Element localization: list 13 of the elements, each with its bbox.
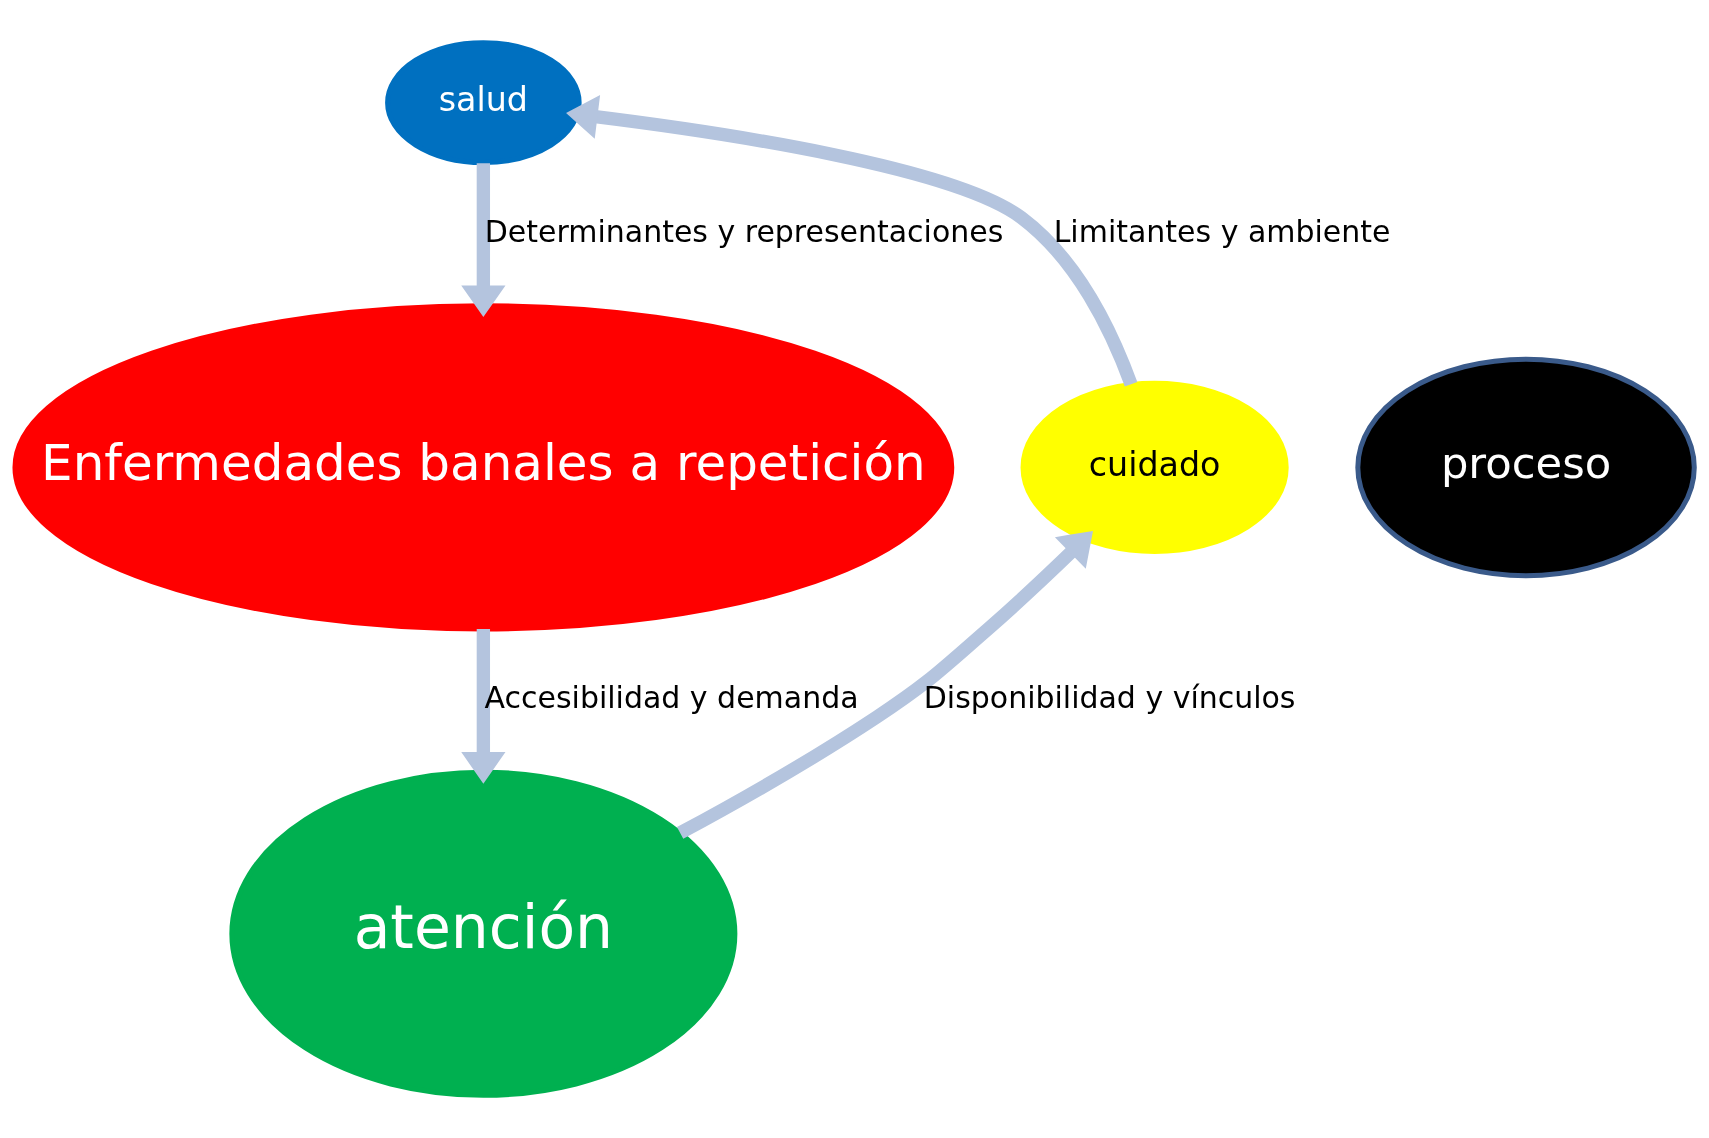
edge-label: Accesibilidad y demanda bbox=[484, 679, 859, 715]
arrow bbox=[461, 163, 506, 318]
arrow bbox=[461, 629, 506, 784]
edge-label: Determinantes y representaciones bbox=[484, 213, 1004, 249]
node-ellipse: Enfermedades banales a repetición bbox=[12, 303, 955, 632]
node-ellipse: cuidado bbox=[1020, 380, 1289, 554]
node-ellipse: salud bbox=[385, 40, 582, 166]
node-ellipse: atención bbox=[229, 769, 738, 1098]
arrow bbox=[676, 530, 1093, 839]
edge-label: Limitantes y ambiente bbox=[1053, 213, 1391, 249]
edge-label: Disponibilidad y vínculos bbox=[923, 679, 1296, 715]
node-ellipse: proceso bbox=[1355, 356, 1697, 579]
arrow bbox=[566, 94, 1138, 387]
